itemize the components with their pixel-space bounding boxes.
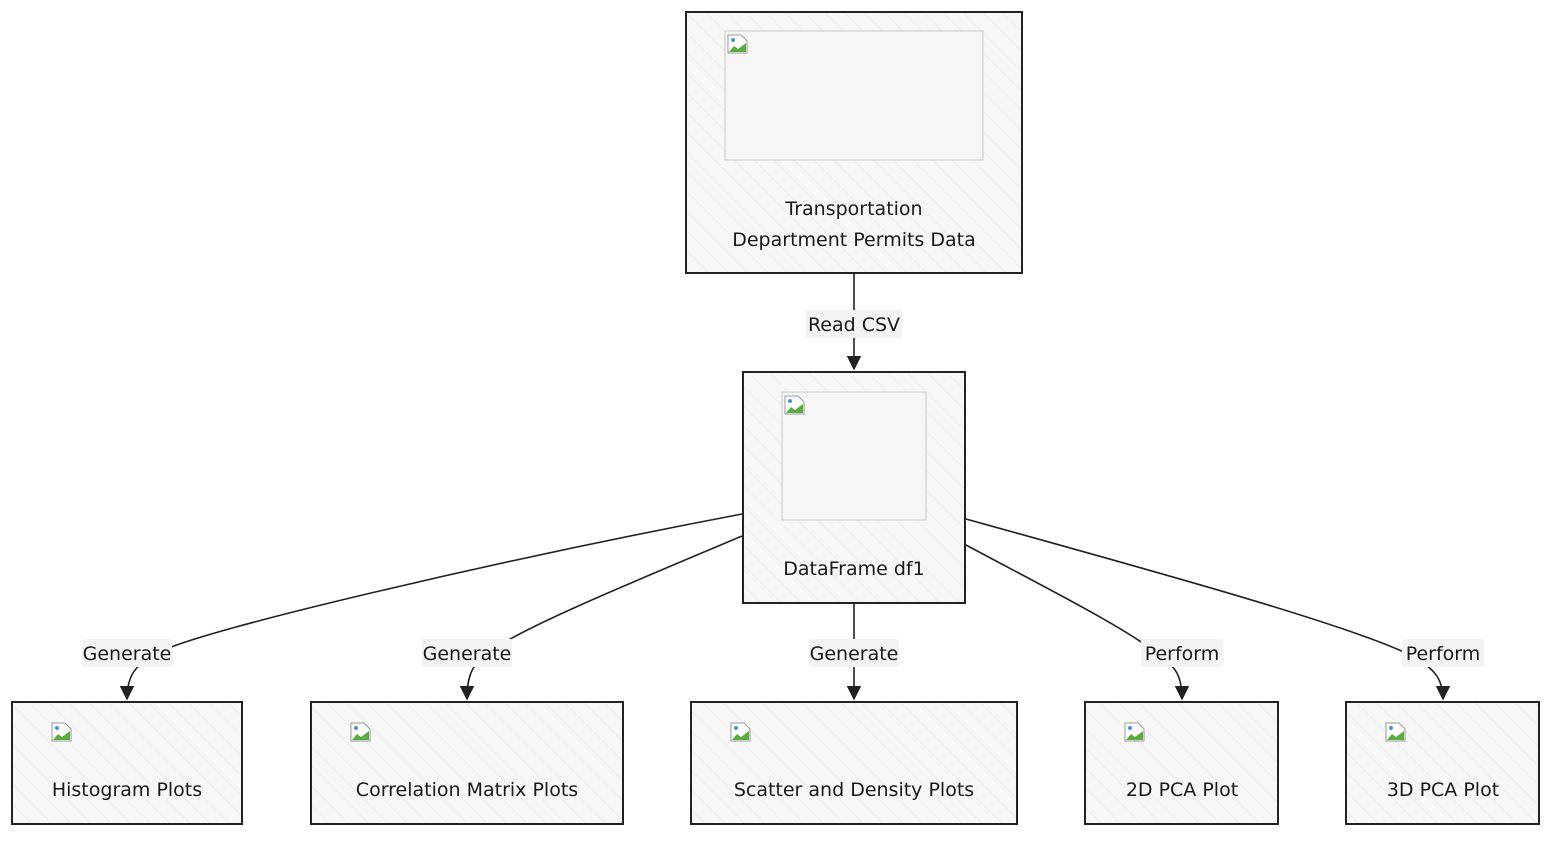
edge-to-correlation (459, 535, 743, 701)
broken-image-icon (727, 34, 748, 54)
broken-image-icon (730, 722, 751, 742)
node-transportation-data[interactable]: Transportation Department Permits Data (685, 11, 1023, 274)
edge-label-correlation: Generate (422, 639, 512, 667)
broken-image-icon (1124, 722, 1145, 742)
node-label: Scatter and Density Plots (734, 779, 974, 801)
node-label: 3D PCA Plot (1387, 779, 1499, 801)
broken-image-icon (51, 722, 72, 742)
node-label: 2D PCA Plot (1126, 779, 1238, 801)
edge-label-pca3d: Perform (1402, 639, 1484, 667)
edge-label-text: Perform (1145, 643, 1220, 665)
node-correlation-matrix-plots[interactable]: Correlation Matrix Plots (310, 701, 624, 825)
node-histogram-plots[interactable]: Histogram Plots (11, 701, 243, 825)
edge-label-text: Generate (83, 643, 172, 665)
edge-to-pca2d (965, 544, 1190, 701)
node-dataframe[interactable]: DataFrame df1 (742, 371, 966, 604)
node-3d-pca-plot[interactable]: 3D PCA Plot (1345, 701, 1540, 825)
node-label: Correlation Matrix Plots (356, 779, 578, 801)
edge-label-text: Perform (1406, 643, 1481, 665)
node-scatter-density-plots[interactable]: Scatter and Density Plots (690, 701, 1018, 825)
node-image-frame (724, 30, 984, 161)
edge-label-pca2d: Perform (1141, 639, 1223, 667)
broken-image-icon (350, 722, 371, 742)
broken-image-icon (784, 395, 805, 415)
node-2d-pca-plot[interactable]: 2D PCA Plot (1084, 701, 1279, 825)
edge-label-scatter: Generate (809, 639, 899, 667)
node-label: Histogram Plots (52, 779, 202, 801)
node-label: DataFrame df1 (783, 558, 924, 580)
edge-label-read-csv: Read CSV (806, 310, 902, 338)
node-label-line2: Department Permits Data (732, 229, 976, 251)
node-label-line1: Transportation (784, 198, 922, 220)
edge-label-text: Generate (810, 643, 899, 665)
edge-label-text: Generate (423, 643, 512, 665)
edge-to-histogram (119, 513, 743, 701)
broken-image-icon (1385, 722, 1406, 742)
edge-label-text: Read CSV (808, 314, 900, 336)
edge-to-pca3d (965, 518, 1451, 701)
edge-label-histogram: Generate (82, 639, 172, 667)
node-image-frame (781, 391, 927, 521)
